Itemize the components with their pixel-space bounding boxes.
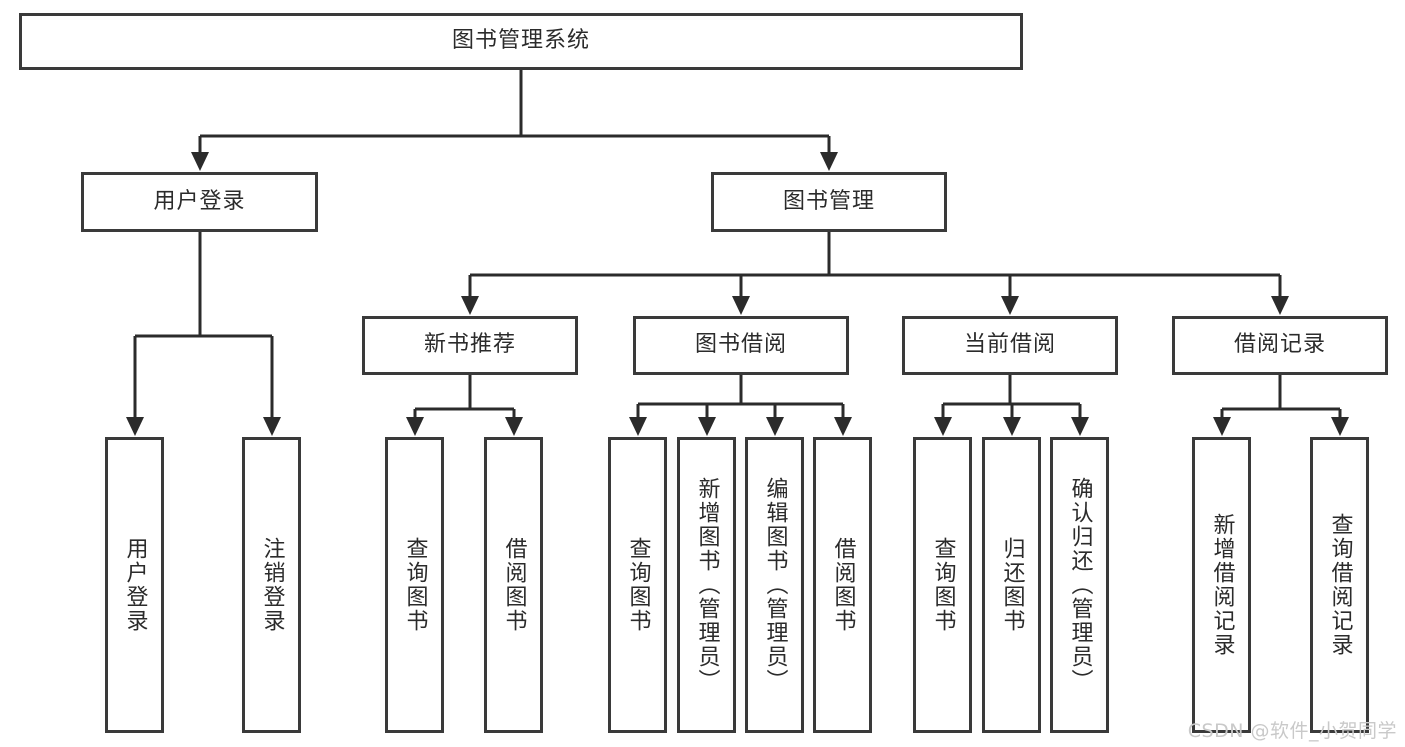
node-label: 当前借阅: [963, 332, 1056, 358]
arrowhead-icon: [1001, 296, 1019, 315]
arrowhead-icon: [1331, 417, 1349, 436]
csdn-watermark: CSDN @软件_小贺同学: [1187, 720, 1397, 742]
node-label: 编辑图书（管理员）: [762, 477, 788, 693]
node-leaf-bor-add[interactable]: 新增图书（管理员）: [677, 437, 736, 733]
node-newbook[interactable]: 新书推荐: [362, 316, 578, 375]
node-leaf-new-query[interactable]: 查询图书: [385, 437, 444, 733]
node-label: 新增借阅记录: [1209, 513, 1235, 657]
node-leaf-rec-query[interactable]: 查询借阅记录: [1310, 437, 1369, 733]
arrowhead-icon: [406, 417, 424, 436]
arrowhead-icon: [461, 296, 479, 315]
node-leaf-cur-return[interactable]: 归还图书: [982, 437, 1041, 733]
node-label: 图书管理: [782, 188, 875, 214]
node-leaf-bor-edit[interactable]: 编辑图书（管理员）: [745, 437, 804, 733]
node-label: 注销登录: [259, 537, 285, 633]
node-label: 查询图书: [930, 537, 956, 633]
arrowhead-icon: [263, 417, 281, 436]
node-leaf-bor-borrow[interactable]: 借阅图书: [813, 437, 872, 733]
arrowhead-icon: [629, 417, 647, 436]
arrowhead-icon: [191, 152, 209, 171]
node-label: 借阅图书: [501, 537, 527, 633]
node-label: 借阅记录: [1233, 332, 1326, 358]
node-label: 查询借阅记录: [1327, 513, 1353, 657]
arrowhead-icon: [505, 417, 523, 436]
arrowhead-icon: [732, 296, 750, 315]
node-label: 借阅图书: [830, 537, 856, 633]
node-label: 新增图书（管理员）: [694, 477, 720, 693]
arrowhead-icon: [1271, 296, 1289, 315]
node-leaf-user-login[interactable]: 用户登录: [105, 437, 164, 733]
node-login[interactable]: 用户登录: [81, 172, 318, 232]
node-leaf-user-logout[interactable]: 注销登录: [242, 437, 301, 733]
node-label: 图书管理系统: [451, 28, 590, 54]
arrowhead-icon: [834, 417, 852, 436]
node-current[interactable]: 当前借阅: [902, 316, 1118, 375]
arrowhead-icon: [1213, 417, 1231, 436]
arrowhead-icon: [1003, 417, 1021, 436]
node-label: 新书推荐: [423, 332, 516, 358]
node-label: 确认归还（管理员）: [1067, 477, 1093, 693]
node-label: 归还图书: [999, 537, 1025, 633]
node-label: 图书借阅: [694, 332, 787, 358]
node-root[interactable]: 图书管理系统: [19, 13, 1023, 70]
node-records[interactable]: 借阅记录: [1172, 316, 1388, 375]
arrowhead-icon: [934, 417, 952, 436]
node-label: 用户登录: [153, 188, 246, 214]
arrowhead-icon: [698, 417, 716, 436]
arrowhead-icon: [820, 152, 838, 171]
node-label: 用户登录: [122, 537, 148, 633]
node-bookmgmt[interactable]: 图书管理: [711, 172, 947, 232]
node-leaf-new-borrow[interactable]: 借阅图书: [484, 437, 543, 733]
arrowhead-icon: [1071, 417, 1089, 436]
arrowhead-icon: [766, 417, 784, 436]
node-label: 查询图书: [402, 537, 428, 633]
node-leaf-bor-query[interactable]: 查询图书: [608, 437, 667, 733]
node-label: 查询图书: [625, 537, 651, 633]
node-leaf-cur-confirm[interactable]: 确认归还（管理员）: [1050, 437, 1109, 733]
node-borrow[interactable]: 图书借阅: [633, 316, 849, 375]
node-leaf-cur-query[interactable]: 查询图书: [913, 437, 972, 733]
arrowhead-icon: [126, 417, 144, 436]
node-leaf-rec-add[interactable]: 新增借阅记录: [1192, 437, 1251, 733]
